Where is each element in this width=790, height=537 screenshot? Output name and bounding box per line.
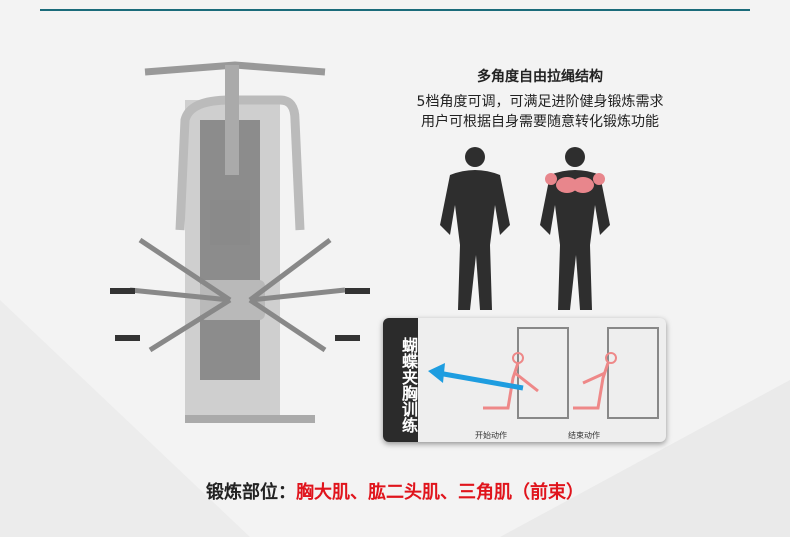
- body-back-figure: [440, 147, 510, 310]
- direction-arrow-icon: [437, 370, 524, 391]
- start-caption: 开始动作: [475, 431, 507, 440]
- start-position-figure: [483, 327, 569, 419]
- feature-title: 多角度自由拉绳结构: [477, 69, 603, 85]
- muscle-diagram: [440, 147, 610, 310]
- exercise-name: 蝴蝶夹胸训练: [383, 318, 418, 442]
- end-position-figure: [573, 327, 659, 419]
- target-muscles: 锻炼部位：胸大肌、肱二头肌、三角肌（前束）: [0, 478, 790, 504]
- butterfly-chest-panel: 蝴蝶夹胸训练 开始动作 结束动作: [383, 318, 666, 442]
- feature-line-1: 5档角度可调，可满足进阶健身锻炼需求: [416, 94, 664, 110]
- exercise-illustrations: [428, 327, 659, 419]
- feature-line-2: 用户可根据自身需要随意转化锻炼功能: [421, 114, 659, 130]
- body-front-figure: [540, 147, 610, 310]
- multi-gym-machine-image: [110, 61, 370, 423]
- feature-description: 多角度自由拉绳结构 5档角度可调，可满足进阶健身锻炼需求 用户可根据自身需要随意…: [390, 66, 690, 132]
- top-divider: [40, 9, 750, 11]
- target-muscles-label: 锻炼部位：: [206, 482, 296, 503]
- target-muscles-value: 胸大肌、肱二头肌、三角肌（前束）: [296, 482, 584, 503]
- end-caption: 结束动作: [568, 431, 600, 440]
